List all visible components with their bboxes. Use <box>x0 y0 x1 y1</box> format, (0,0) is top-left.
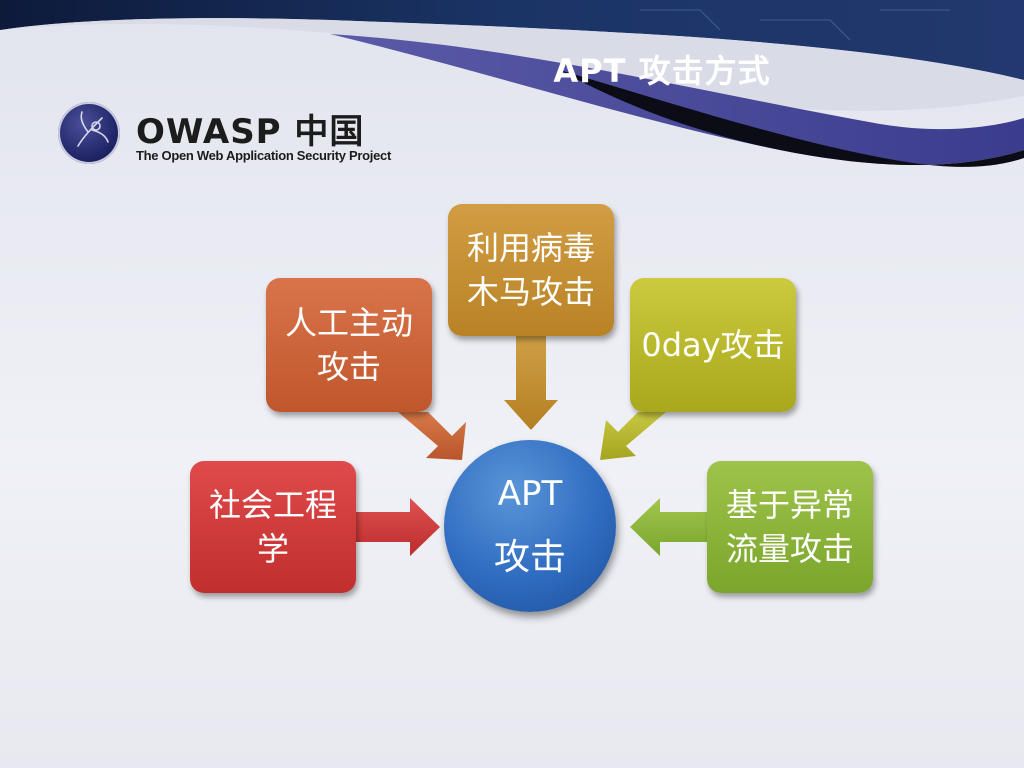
node-zeroday-attack: 0day攻击 <box>630 278 796 412</box>
arrow-human <box>398 412 466 460</box>
node-social-line2: 学 <box>256 530 289 568</box>
owasp-logo: OWASP 中国 The Open Web Application Securi… <box>58 102 391 168</box>
node-virus-line1: 利用病毒 <box>466 229 595 267</box>
node-human-line1: 人工主动 <box>284 304 413 342</box>
node-virus-line2: 木马攻击 <box>466 273 595 311</box>
node-human-active-attack: 人工主动 攻击 <box>266 278 432 412</box>
arrow-virus <box>504 334 558 430</box>
arrow-zeroday <box>600 412 666 460</box>
arrow-traffic <box>630 498 708 556</box>
center-line1: APT <box>497 474 563 514</box>
node-social-engineering: 社会工程 学 <box>190 461 356 593</box>
node-abnormal-traffic-attack: 基于异常 流量攻击 <box>707 461 873 593</box>
center-apt-attack: APT 攻击 <box>444 440 616 612</box>
header-banner <box>0 0 1024 167</box>
logo-tagline: The Open Web Application Security Projec… <box>136 148 391 163</box>
node-social-line1: 社会工程 <box>208 486 337 524</box>
node-traffic-line1: 基于异常 <box>725 486 854 524</box>
node-human-line2: 攻击 <box>316 348 381 386</box>
center-line2: 攻击 <box>493 537 566 578</box>
node-traffic-line2: 流量攻击 <box>725 530 854 568</box>
node-zeroday-line1: 0day攻击 <box>641 326 785 364</box>
logo-name: OWASP 中国 <box>136 112 365 152</box>
owasp-wasp-icon <box>58 102 120 164</box>
arrow-social <box>356 498 440 556</box>
slide-title: APT 攻击方式 <box>553 52 771 90</box>
node-virus-trojan-attack: 利用病毒 木马攻击 <box>448 204 614 336</box>
